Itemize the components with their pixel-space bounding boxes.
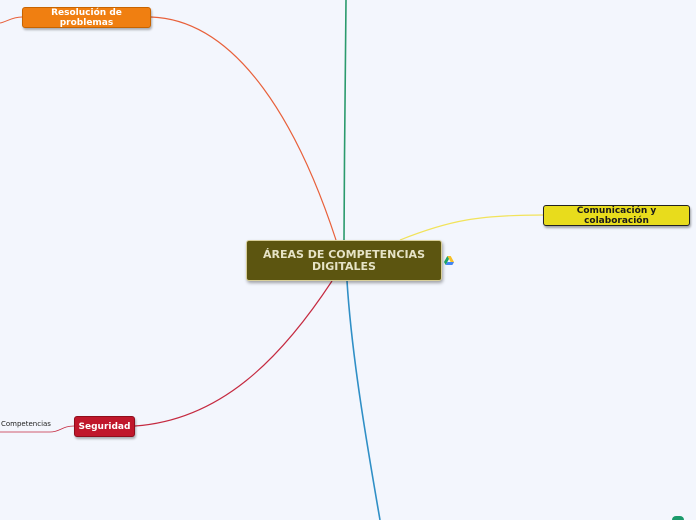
central-topic-label: ÁREAS DE COMPETENCIAS DIGITALES [262, 247, 425, 273]
subbranch-line-resolucion [0, 16, 23, 24]
google-drive-icon[interactable] [444, 256, 454, 265]
branch-line-seguridad [134, 280, 333, 427]
topic-label: Comunicación y colaboración [576, 205, 657, 226]
subtopic-competencias[interactable]: Competencias [1, 420, 51, 428]
topic-resolucion-de-problemas[interactable]: Resolución de problemas [22, 7, 151, 28]
partial-topic-node [672, 516, 684, 520]
branch-line-bottom [346, 280, 381, 520]
topic-label: Resolución de problemas [51, 7, 122, 28]
topic-comunicacion-y-colaboracion[interactable]: Comunicación y colaboración [543, 205, 690, 226]
topic-label: Seguridad [78, 421, 131, 432]
topic-seguridad[interactable]: Seguridad [74, 416, 135, 437]
branch-line-resolucion [150, 16, 337, 241]
subbranch-line-seguridad [0, 425, 75, 433]
branch-line-comunicacion [399, 214, 544, 241]
central-topic[interactable]: ÁREAS DE COMPETENCIAS DIGITALES [246, 240, 442, 281]
branch-line-top [343, 0, 347, 241]
